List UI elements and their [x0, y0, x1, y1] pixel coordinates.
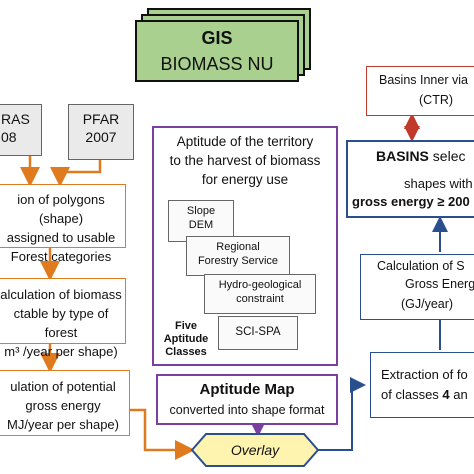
regional-line2: Forestry Service [197, 255, 279, 267]
overlay-label: Overlay [230, 442, 280, 458]
aptitude-map-title: Aptitude Map [199, 381, 295, 398]
five-classes-line2: Aptitude [163, 333, 209, 345]
slope-line2: DEM [188, 219, 214, 231]
basins-line3: gross energy ≥ 200 [352, 194, 470, 209]
basins-line2: shapes with [404, 176, 473, 191]
calc-line1: Calculation of S [377, 259, 465, 273]
aptitude-map-subtitle: converted into shape format [169, 403, 325, 417]
hydro-line1: Hydro-geological [218, 279, 302, 291]
extraction-bold: 4 [442, 387, 450, 402]
polygons-line3: Forest categories [10, 249, 112, 264]
ras-line1: RAS [1, 111, 30, 127]
gis-flag-front: GIS BIOMASS NU [135, 20, 299, 82]
biomass-line1: alculation of biomass [0, 287, 122, 302]
basins-line1: BASINS selec [376, 148, 465, 164]
energy-line2: gross energy [25, 398, 101, 413]
ctr-line2: (CTR) [419, 93, 454, 107]
sci-spa-layer: SCI-SPA [218, 316, 298, 350]
five-classes-line3: Classes [165, 346, 207, 358]
basins-bold: BASINS [376, 148, 429, 164]
ctr-box: Basins Inner via (CTR) [366, 66, 474, 116]
basins-box: BASINS selec shapes with gross energy ≥ … [346, 140, 474, 218]
extraction-post: an [449, 387, 468, 402]
arrow-energy-to-overlay [130, 408, 195, 460]
energy-line3: MJ/year per shape) [7, 417, 119, 432]
aptitude-map-box: Aptitude Map converted into shape format [156, 374, 338, 425]
regional-layer: Regional Forestry Service [186, 236, 290, 276]
arrow-pfar-to-polygons [50, 160, 102, 187]
energy-box: ulation of potential gross energy MJ/yea… [0, 370, 130, 436]
polygons-line1: ion of polygons (shape) [17, 192, 105, 226]
extraction-box: Extraction of fo of classes 4 an [370, 352, 474, 418]
ctr-line1: Basins Inner via [379, 73, 468, 87]
slope-layer: Slope DEM [168, 200, 234, 242]
calc-line2: Gross Energ [405, 277, 474, 291]
sci-spa-label: SCI-SPA [235, 326, 281, 338]
extraction-line2: of classes 4 an [381, 387, 468, 402]
biomass-box: alculation of biomass ctable by type of … [0, 278, 126, 359]
calc-box-frame: Calculation of S Gross Energ (GJ/year) [360, 254, 474, 320]
calc-line3: (GJ/year) [401, 297, 454, 311]
energy-line1: ulation of potential [10, 379, 116, 394]
ras-document: RAS 08 [0, 104, 42, 156]
arrow-overlay-to-extraction [318, 377, 366, 451]
gis-title: GIS [201, 28, 233, 48]
gis-subtitle: BIOMASS NU [160, 54, 274, 74]
five-classes-line1: Five [174, 320, 197, 332]
biomass-line2: ctable by type of forest [13, 306, 109, 340]
pfar-line2: 2007 [85, 129, 117, 145]
pfar-document: PFAR 2007 [68, 104, 134, 160]
five-classes-label: Five Aptitude Classes [160, 320, 212, 359]
basins-rest: selec [428, 148, 466, 164]
regional-line1: Regional [216, 241, 260, 253]
biomass-line3: m³ /year per shape) [4, 344, 118, 359]
aptitude-title-line1: Aptitude of the territory [176, 134, 314, 149]
hydro-layer: Hydro-geological constraint [204, 274, 316, 314]
aptitude-title-line2: to the harvest of biomass [169, 153, 321, 168]
slope-line1: Slope [186, 205, 216, 217]
extraction-pre: of classes [381, 387, 443, 402]
polygons-box: ion of polygons (shape) assigned to usab… [0, 184, 126, 264]
ras-line2: 08 [1, 129, 17, 145]
hydro-line2: constraint [236, 293, 284, 305]
polygons-line2: assigned to usable [6, 230, 116, 245]
pfar-line1: PFAR [82, 111, 120, 127]
aptitude-title-line3: for energy use [201, 172, 289, 187]
extraction-line1: Extraction of fo [381, 367, 468, 382]
